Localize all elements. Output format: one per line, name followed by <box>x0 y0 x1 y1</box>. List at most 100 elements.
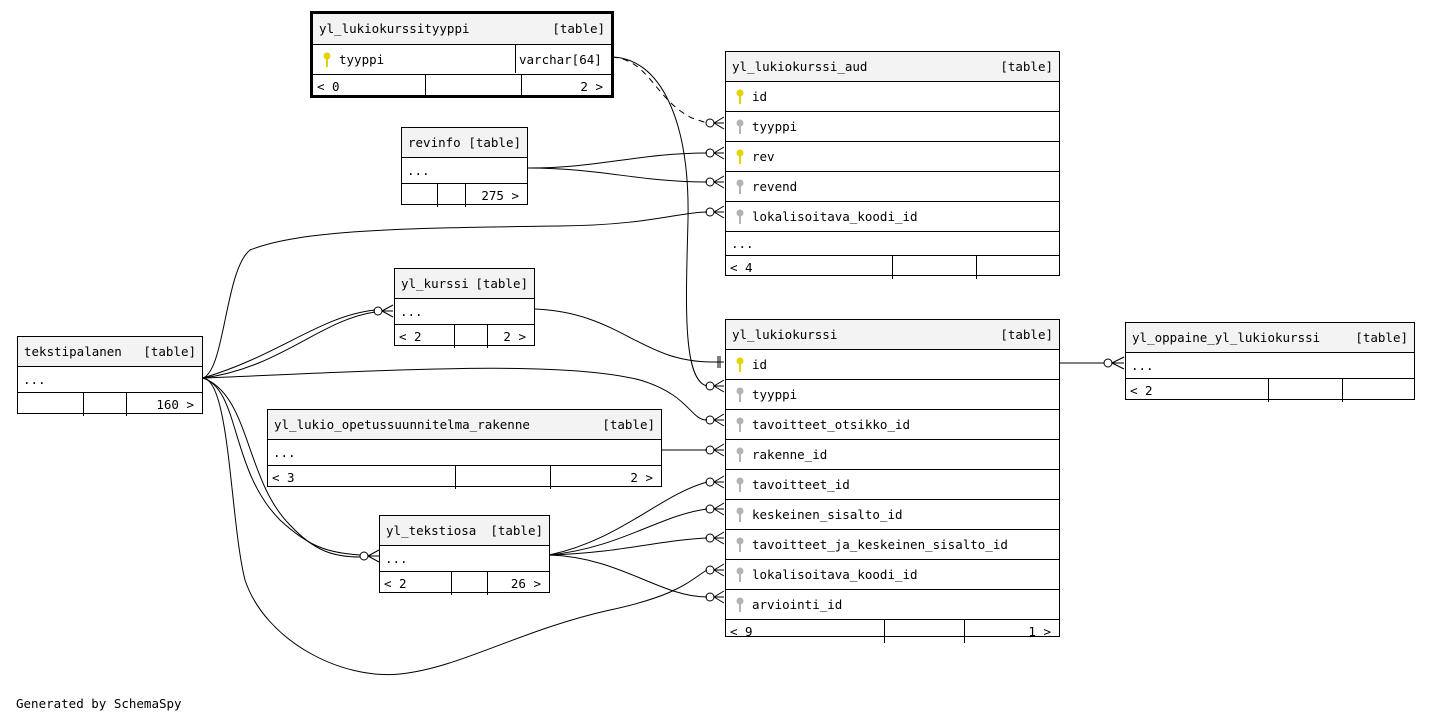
children-count[interactable]: 160 > <box>156 397 194 412</box>
children-count[interactable]: 1 > <box>1028 624 1051 639</box>
column-row[interactable]: id <box>726 350 1059 380</box>
column-row[interactable]: lokalisoitava_koodi_id <box>726 202 1059 232</box>
table-tag: [table] <box>602 417 655 432</box>
table-yl-lukiokurssi[interactable]: yl_lukiokurssi [table] id tyyppi tavoitt… <box>725 319 1060 643</box>
generated-by-credit: Generated by SchemaSpy <box>16 696 182 711</box>
table-footer: < 2 2 > <box>395 325 534 348</box>
table-footer: < 9 1 > <box>726 620 1059 643</box>
column-type: varchar[64] <box>515 45 611 73</box>
table-yl-lukiokurssi-aud[interactable]: yl_lukiokurssi_aud [table] id tyyppi rev… <box>725 51 1060 279</box>
column-row[interactable]: tyyppi <box>726 112 1059 142</box>
children-count[interactable]: 2 > <box>580 79 603 94</box>
column-row-ellipsis: ... <box>395 299 534 325</box>
table-tag: [table] <box>552 21 605 36</box>
column-name: rev <box>752 149 775 164</box>
table-name: yl_lukiokurssityyppi <box>319 21 470 36</box>
edge-teksti-otsikko <box>202 367 708 421</box>
column-name: tavoitteet_ja_keskeinen_sisalto_id <box>752 537 1008 552</box>
table-footer: < 0 2 > <box>313 75 611 98</box>
children-count[interactable]: 275 > <box>481 188 519 203</box>
parents-count[interactable]: < 4 <box>730 260 753 275</box>
table-name: yl_lukiokurssi <box>732 327 838 342</box>
table-footer: 160 > <box>18 393 202 416</box>
key-icon <box>323 52 331 67</box>
key-icon <box>736 537 744 552</box>
edge-tekstiosa-tavjakesk <box>548 537 708 556</box>
column-row[interactable]: arviointi_id <box>726 590 1059 620</box>
table-yl-oppaine-yl-lukiokurssi[interactable]: yl_oppaine_yl_lukiokurssi [table] ... < … <box>1125 322 1415 402</box>
edge-revinfo-rev <box>527 152 708 169</box>
ellipsis: ... <box>1131 358 1154 373</box>
table-name: tekstipalanen <box>24 344 122 359</box>
column-row-ellipsis: ... <box>268 440 661 466</box>
edge-tekstiosa-tavoitteet <box>548 481 708 556</box>
column-name: tyyppi <box>339 52 385 67</box>
table-tag: [table] <box>1000 59 1053 74</box>
key-icon <box>736 357 744 372</box>
column-row[interactable]: tavoitteet_ja_keskeinen_sisalto_id <box>726 530 1059 560</box>
edge-kurssi-id <box>533 308 713 363</box>
ellipsis: ... <box>273 445 296 460</box>
column-name: arviointi_id <box>752 597 843 612</box>
column-name: id <box>752 357 768 372</box>
key-icon <box>736 119 744 134</box>
column-name: tavoitteet_id <box>752 477 850 492</box>
key-icon <box>736 387 744 402</box>
column-row[interactable]: lokalisoitava_koodi_id <box>726 560 1059 590</box>
column-row[interactable]: keskeinen_sisalto_id <box>726 500 1059 530</box>
children-count[interactable]: 26 > <box>510 576 541 591</box>
edge-revinfo-revend <box>527 167 708 183</box>
table-footer: < 2 <box>1126 379 1414 402</box>
table-footer: < 2 26 > <box>380 572 549 595</box>
table-tekstipalanen[interactable]: tekstipalanen [table] ... 160 > <box>17 336 203 416</box>
table-yl-lukio-opetussuunnitelma-rakenne[interactable]: yl_lukio_opetussuunnitelma_rakenne [tabl… <box>267 409 662 489</box>
table-header: tekstipalanen [table] <box>18 337 202 367</box>
parents-count[interactable]: < 2 <box>384 576 407 591</box>
table-yl-tekstiosa[interactable]: yl_tekstiosa [table] ... < 2 26 > <box>379 515 550 595</box>
edge-teksti-tekstiosa-1 <box>202 377 361 556</box>
parents-count[interactable]: < 0 <box>317 79 340 94</box>
column-name: rakenne_id <box>752 447 828 462</box>
key-icon <box>736 507 744 522</box>
children-count[interactable]: 2 > <box>503 329 526 344</box>
key-icon <box>736 209 744 224</box>
key-icon <box>736 89 744 104</box>
key-icon <box>736 149 744 164</box>
table-yl-kurssi[interactable]: yl_kurssi [table] ... < 2 2 > <box>394 268 535 348</box>
column-name: lokalisoitava_koodi_id <box>752 567 918 582</box>
column-row[interactable]: tavoitteet_id <box>726 470 1059 500</box>
column-row[interactable]: tyyppi varchar[64] <box>313 45 611 75</box>
column-name: keskeinen_sisalto_id <box>752 507 903 522</box>
column-row-ellipsis: ... <box>18 367 202 393</box>
column-row[interactable]: tyyppi <box>726 380 1059 410</box>
table-yl-lukiokurssityyppi[interactable]: yl_lukiokurssityyppi [table] tyyppi varc… <box>310 11 614 98</box>
column-row[interactable]: tavoitteet_otsikko_id <box>726 410 1059 440</box>
table-header: yl_kurssi [table] <box>395 269 534 299</box>
edge-teksti-tekstiosa-2 <box>202 377 361 558</box>
column-row[interactable]: rakenne_id <box>726 440 1059 470</box>
table-name: yl_lukio_opetussuunnitelma_rakenne <box>274 417 530 432</box>
table-tag: [table] <box>1000 327 1053 342</box>
column-name: tavoitteet_otsikko_id <box>752 417 911 432</box>
table-footer: < 4 <box>726 256 1059 279</box>
ellipsis: ... <box>407 163 430 178</box>
children-count[interactable]: 2 > <box>630 470 653 485</box>
column-row[interactable]: rev <box>726 142 1059 172</box>
parents-count[interactable]: < 9 <box>730 624 753 639</box>
column-name: lokalisoitava_koodi_id <box>752 209 918 224</box>
parents-count[interactable]: < 2 <box>1130 383 1153 398</box>
column-row[interactable]: id <box>726 82 1059 112</box>
column-row[interactable]: revend <box>726 172 1059 202</box>
edge-tekstiosa-keskeinen <box>548 508 708 556</box>
edge-ends <box>359 116 1125 604</box>
key-icon <box>736 597 744 612</box>
table-name: yl_kurssi <box>401 276 469 291</box>
table-header: yl_lukio_opetussuunnitelma_rakenne [tabl… <box>268 410 661 440</box>
ellipsis: ... <box>23 372 46 387</box>
table-name: yl_oppaine_yl_lukiokurssi <box>1132 330 1321 345</box>
parents-count[interactable]: < 2 <box>399 329 422 344</box>
table-revinfo[interactable]: revinfo [table] ... 275 > <box>401 127 528 207</box>
parents-count[interactable]: < 3 <box>272 470 295 485</box>
edge-teksti-kurssi-1 <box>202 309 376 379</box>
table-tag: [table] <box>468 135 521 150</box>
